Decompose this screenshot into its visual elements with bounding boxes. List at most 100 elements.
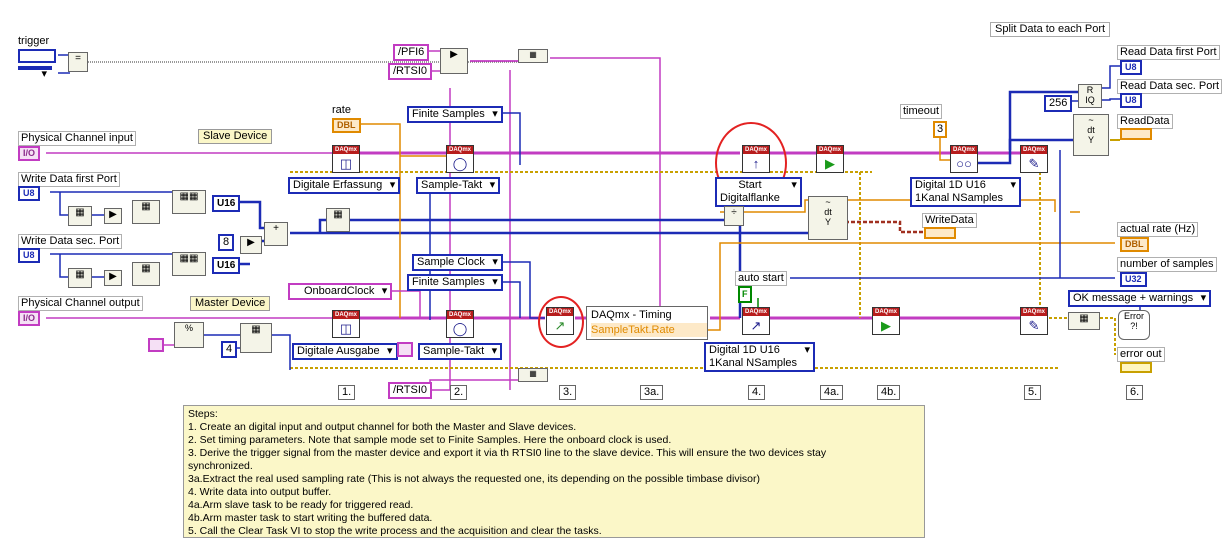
daqmx-start-icon-slave[interactable]: DAQmx▶ [816, 145, 844, 173]
rate-label: rate [332, 104, 351, 116]
equal-node: = [68, 52, 88, 72]
shift-node-2: ▶ [104, 270, 122, 286]
steps-line: 4a.Arm slave task to be ready for trigge… [188, 499, 414, 511]
read-type-line-1: Digital 1D U16 [915, 179, 986, 191]
shift-multiply-node: ▶ [240, 236, 262, 254]
steps-line: 1. Create an digital input and output ch… [188, 421, 577, 433]
pink-ring-control[interactable] [397, 342, 413, 357]
finite-samples-ring-1[interactable]: Finite Samples [407, 106, 503, 123]
rtsi0-top-constant[interactable]: /RTSI0 [388, 63, 433, 80]
write-data-first-label: Write Data first Port [18, 172, 120, 187]
trigger-label: trigger [18, 35, 50, 47]
daqmx-create-channel-output-icon[interactable]: DAQmx◫ [332, 310, 360, 338]
daqmx-trigger-icon[interactable]: DAQmx↑ [742, 145, 770, 173]
array-node-1: ▦ [132, 200, 160, 224]
build-array-top: ▦ [518, 49, 548, 63]
u16-a-label: U16 [212, 195, 241, 212]
slave-device-note: Slave Device [198, 129, 273, 144]
array-build-icon-3: ▦ [326, 208, 350, 232]
step-marker-4a: 4a. [820, 385, 844, 400]
digitale-ausgabe-ring[interactable]: Digitale Ausgabe [292, 343, 398, 360]
write-data-sec-u8[interactable]: U8 [18, 248, 40, 263]
error-out-indicator[interactable] [1120, 362, 1152, 373]
n256-constant[interactable]: 256 [1044, 95, 1073, 112]
start-trigger-ring[interactable]: Start Digitalflanke [715, 177, 802, 207]
error-out-label: error out [1117, 347, 1165, 362]
read-data-first-u8[interactable]: U8 [1120, 60, 1142, 75]
step-marker-2: 2. [450, 385, 468, 400]
daqmx-write-icon[interactable]: DAQmx↗ [742, 307, 770, 335]
steps-line: 5. Call the Clear Task VI to stop the wr… [188, 525, 602, 537]
physical-channel-input-io[interactable]: I/O [18, 146, 41, 161]
daqmx-clear-icon-slave[interactable]: DAQmx✎ [1020, 145, 1048, 173]
array-node-master: ▦ [240, 323, 272, 353]
auto-start-false[interactable]: F [738, 286, 752, 303]
actual-rate-label: actual rate (Hz) [1117, 222, 1199, 237]
pink-string-control[interactable] [148, 338, 164, 352]
error-handler-icon[interactable]: Error?! [1118, 310, 1150, 340]
actual-rate-dbl[interactable]: DBL [1120, 237, 1149, 252]
write-data-first-u8[interactable]: U8 [18, 186, 40, 201]
select-node: ▶ [440, 48, 468, 74]
finite-samples-ring-2[interactable]: Finite Samples [407, 274, 503, 291]
write-type-line-2: 1Kanal NSamples [709, 357, 798, 369]
highlight-circle-export [538, 296, 584, 348]
sample-clock-ring[interactable]: Sample Clock [412, 254, 503, 271]
steps-line: 3a.Extract the real used sampling rate (… [188, 473, 760, 485]
step-marker-1: 1. [338, 385, 356, 400]
sample-takt-rate-label: SampleTakt.Rate [591, 323, 707, 337]
array-build-icon-2: ▦ [68, 268, 92, 288]
daqmx-start-icon-master[interactable]: DAQmx▶ [872, 307, 900, 335]
build-array-2: ▦▦ [172, 252, 206, 276]
read-data-sec-u8[interactable]: U8 [1120, 93, 1142, 108]
step-marker-6: 6. [1126, 385, 1144, 400]
onboard-clock-ring[interactable]: OnboardClock [288, 283, 393, 300]
rate-dbl[interactable]: DBL [332, 118, 361, 133]
daqmx-timing-label: DAQmx - Timing [591, 309, 672, 321]
add-node: + [264, 222, 288, 246]
physical-channel-output-io[interactable]: I/O [18, 311, 41, 326]
timeout-constant[interactable]: 3 [933, 121, 948, 138]
readdata-indicator[interactable] [1120, 128, 1152, 140]
daqmx-timing-output-icon[interactable]: DAQmx◯ [446, 310, 474, 338]
master-device-note: Master Device [190, 296, 271, 311]
steps-line: 4. Write data into output buffer. [188, 486, 332, 498]
digitalflanke-label: Digitalflanke [720, 192, 780, 204]
sample-takt-ring-2[interactable]: Sample-Takt [418, 343, 503, 360]
steps-note: Steps: 1. Create an digital input and ou… [183, 405, 925, 538]
shift-node-1: ▶ [104, 208, 122, 224]
write-type-line-1: Digital 1D U16 [709, 344, 780, 356]
digital-1d-read-ring[interactable]: Digital 1D U16 1Kanal NSamples [910, 177, 1022, 207]
daqmx-export-signal-icon[interactable]: DAQmx↗ [546, 307, 574, 335]
step-marker-3a: 3a. [640, 385, 664, 400]
sample-takt-ring-1[interactable]: Sample-Takt [416, 177, 501, 194]
step-marker-4: 4. [748, 385, 766, 400]
rtsi0-bottom-constant[interactable]: /RTSI0 [388, 382, 433, 399]
build-array-1: ▦▦ [172, 190, 206, 214]
steps-line: Steps: [188, 408, 218, 420]
steps-line: 4b.Arm master task to start writing the … [188, 512, 433, 524]
four-constant[interactable]: 4 [221, 341, 238, 358]
number-of-samples-u32[interactable]: U32 [1120, 272, 1147, 287]
number-of-samples-label: number of samples [1117, 257, 1217, 272]
divide-node: ÷ [724, 206, 744, 226]
pfi6-constant[interactable]: /PFI6 [393, 44, 430, 61]
daqmx-create-channel-icon[interactable]: DAQmx◫ [332, 145, 360, 173]
daqmx-timing-property-node[interactable]: DAQmx - Timing SampleTakt.Rate [586, 306, 708, 340]
writedata-indicator[interactable] [924, 227, 956, 239]
digital-1d-write-ring[interactable]: Digital 1D U16 1Kanal NSamples [704, 342, 816, 372]
digitale-erfassung-ring[interactable]: Digitale Erfassung [288, 177, 401, 194]
eight-constant[interactable]: 8 [218, 234, 235, 251]
write-data-sec-label: Write Data sec. Port [18, 234, 123, 249]
read-data-first-label: Read Data first Port [1117, 45, 1220, 60]
physical-channel-input-label: Physical Channel input [18, 131, 136, 146]
daqmx-read-icon[interactable]: DAQmx○○ [950, 145, 978, 173]
on-ring[interactable] [18, 66, 52, 81]
daqmx-clear-icon-master[interactable]: DAQmx✎ [1020, 307, 1048, 335]
trigger-control[interactable] [18, 49, 56, 63]
daqmx-timing-icon[interactable]: DAQmx◯ [446, 145, 474, 173]
steps-line: 3. Derive the trigger signal from the ma… [188, 447, 827, 459]
format-string-node: % [174, 322, 204, 348]
ok-message-ring[interactable]: OK message + warnings [1068, 290, 1212, 307]
